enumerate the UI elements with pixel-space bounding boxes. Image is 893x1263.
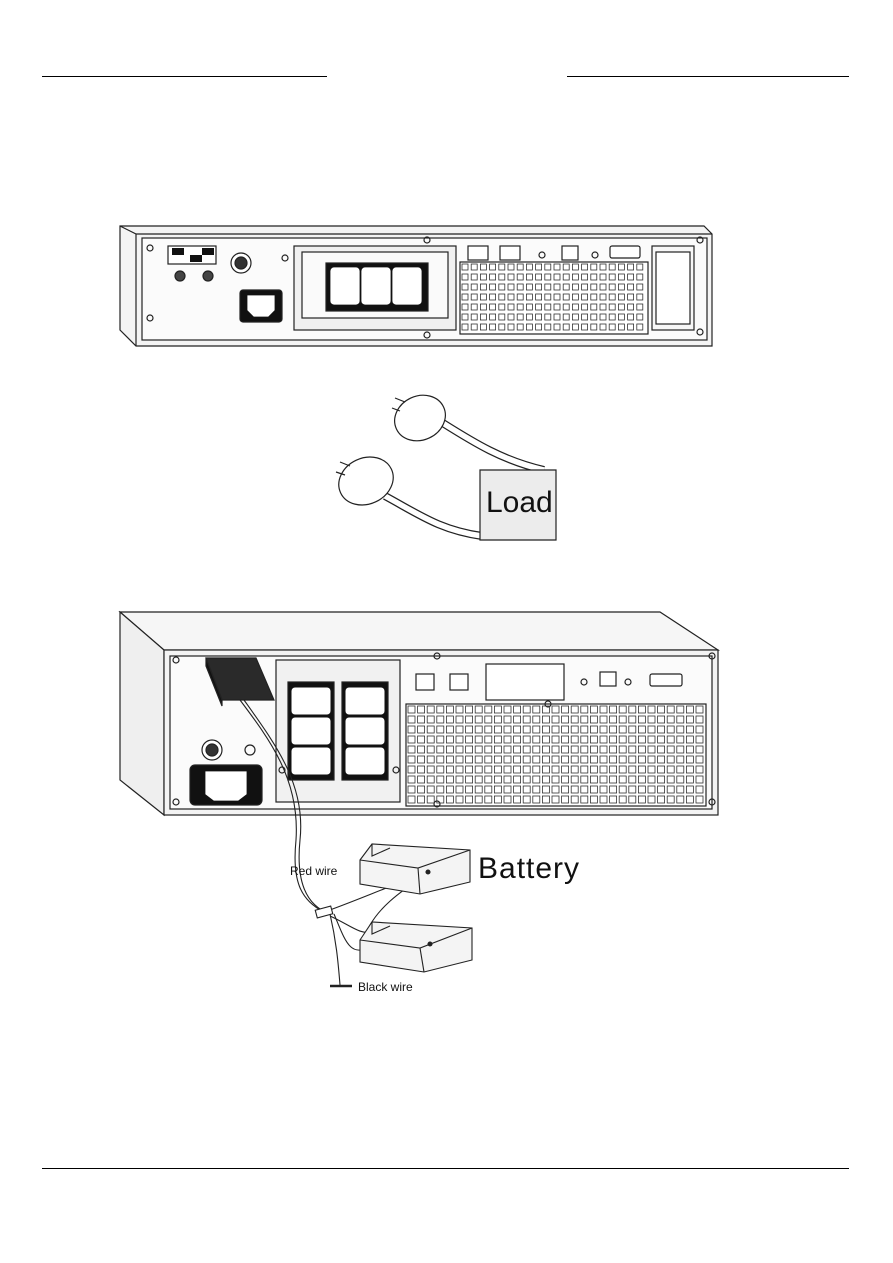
- battery-label: Battery: [478, 852, 580, 886]
- load-box-label: Load: [486, 486, 553, 520]
- red-wire-label: Red wire: [290, 864, 337, 878]
- black-wire-label: Black wire: [358, 980, 413, 994]
